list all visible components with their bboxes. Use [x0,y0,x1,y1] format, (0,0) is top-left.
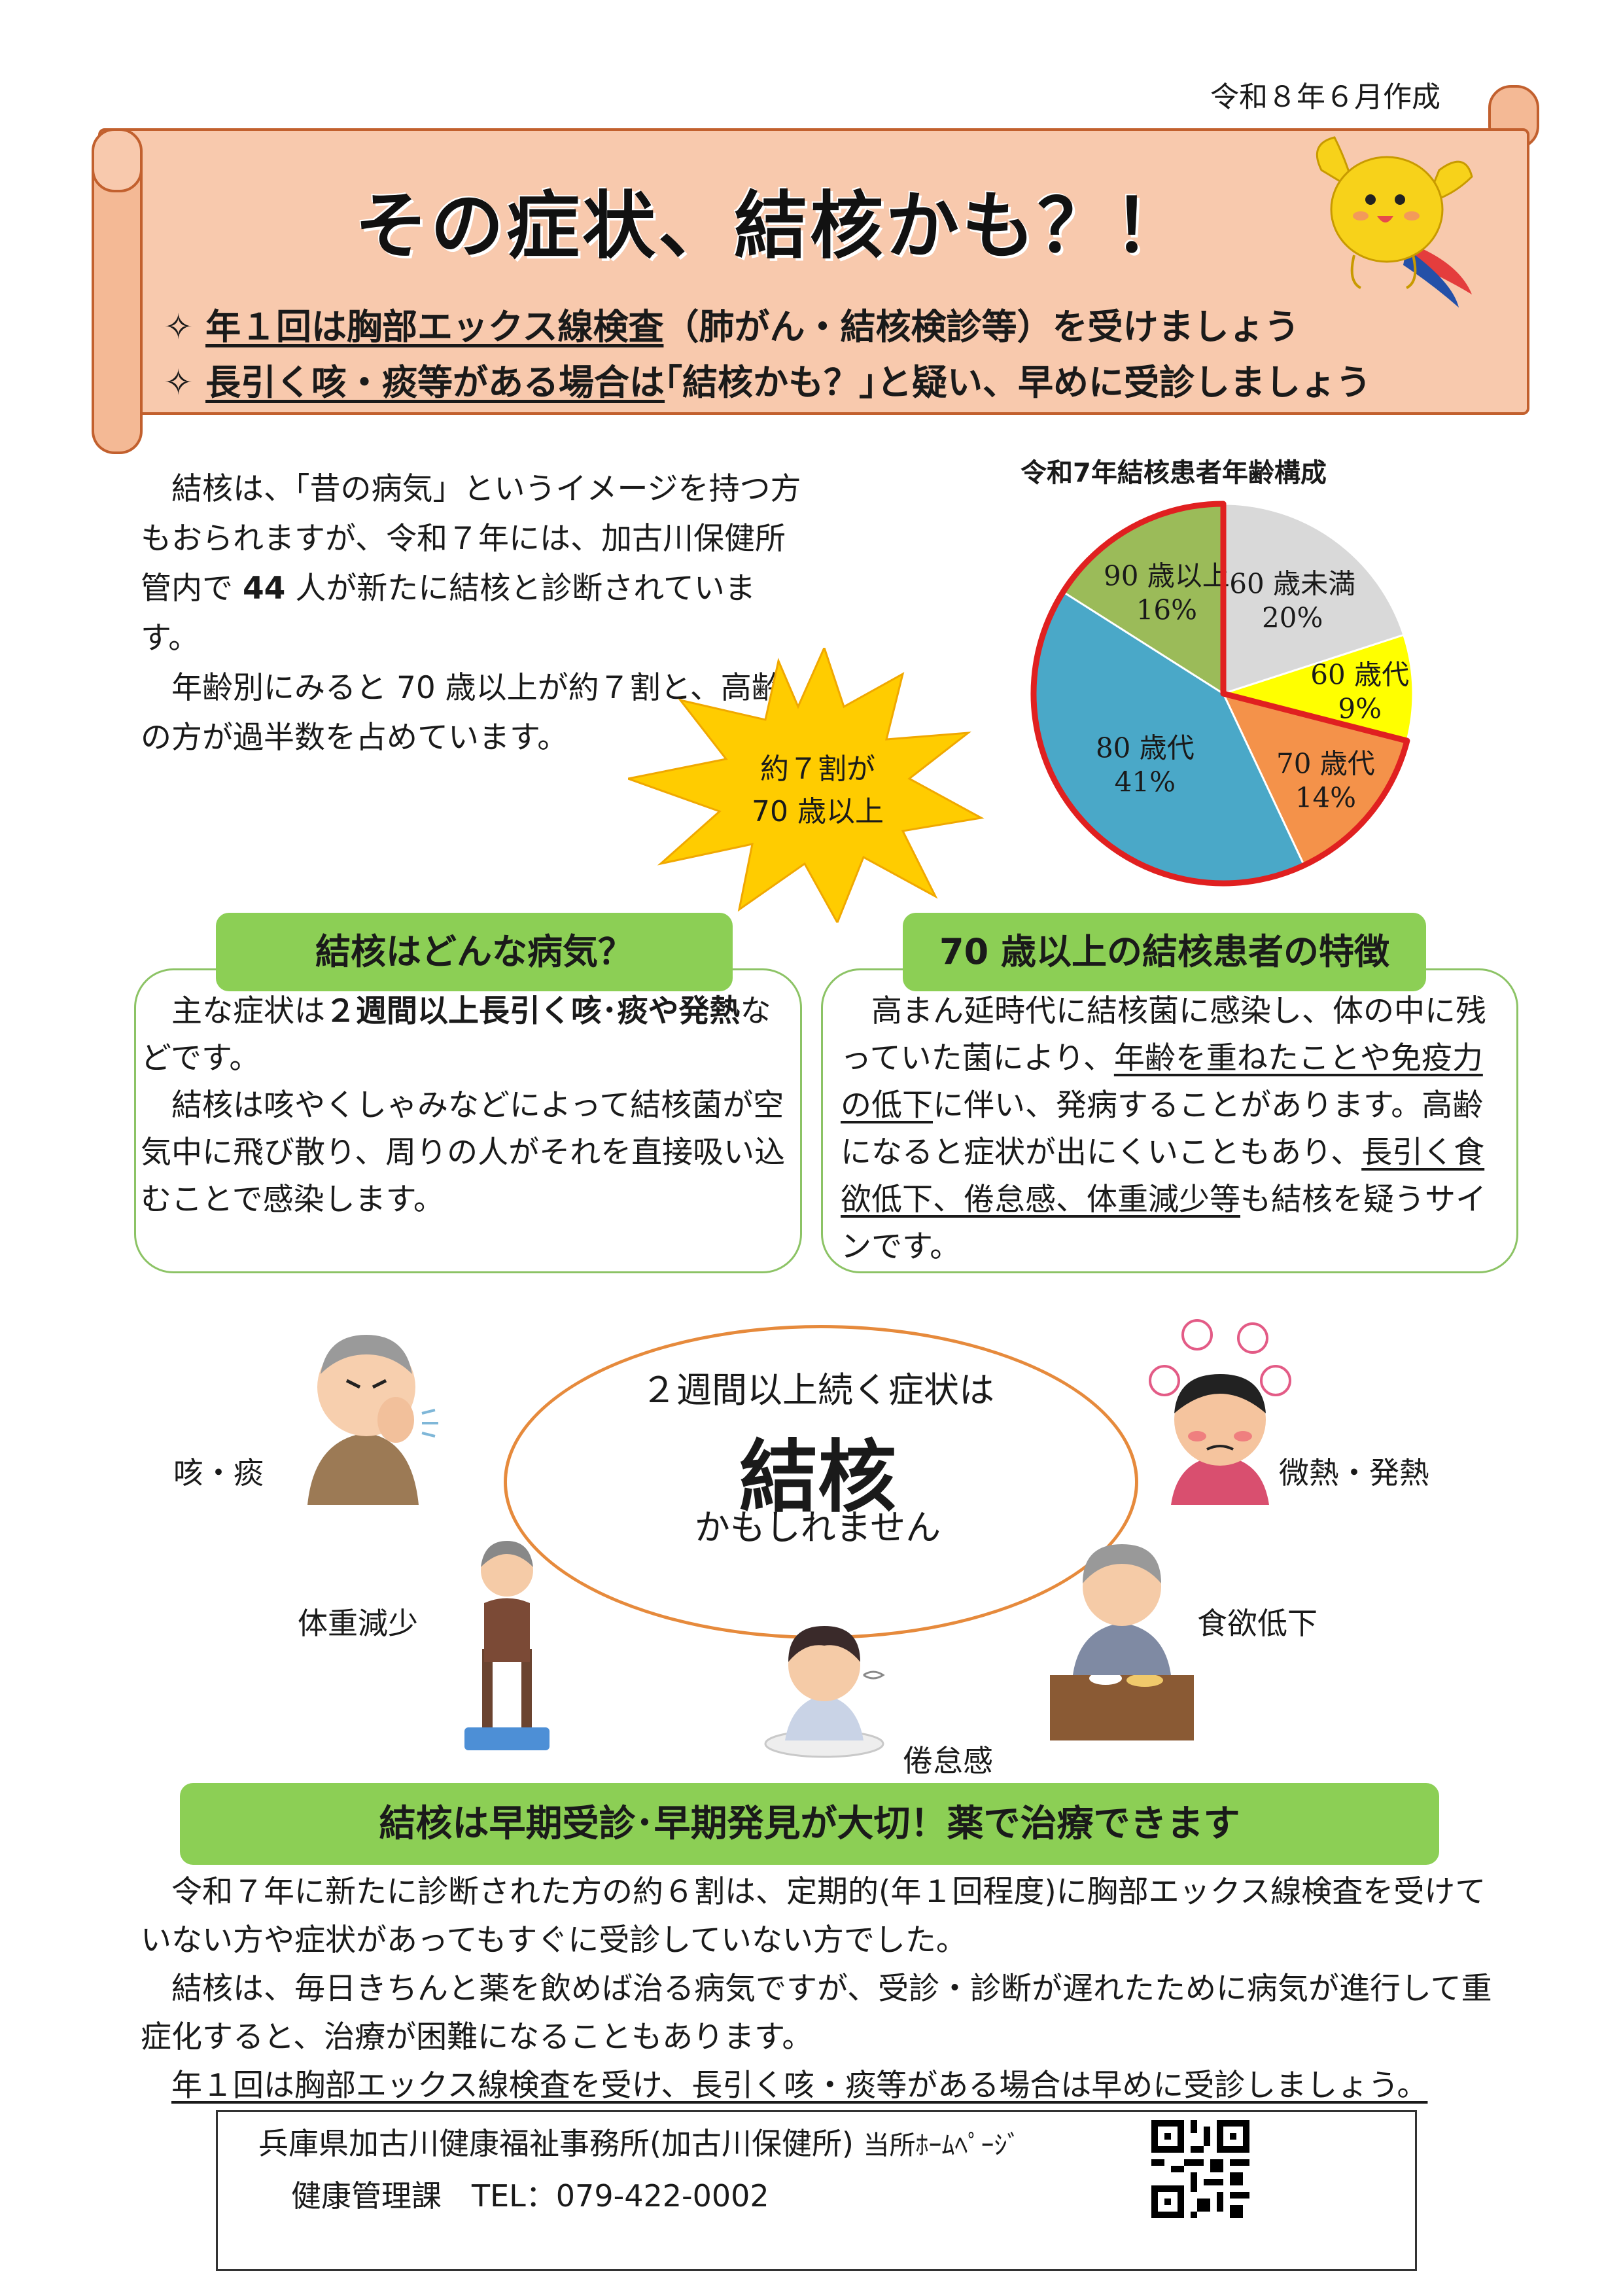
department-name: 健康管理課 [291,2178,442,2214]
pie-category-label: 60 歳代 [1310,658,1409,690]
scroll-curl-left-top [92,128,143,192]
patient-count: 44 [242,571,286,607]
contact-line-2: 健康管理課 TEL：079-422-0002 [291,2172,769,2216]
disease-p1-bold: ２週間以上長引く咳･痰や発熱 [325,993,741,1029]
bullet2-underlined: 長引く咳・痰等がある場合は [205,362,665,403]
appetite-loss-person-icon [1050,1544,1194,1740]
starburst-callout: 約７割が 70 歳以上 [628,648,985,923]
intro-paragraph-1: 結核は、「昔の病気」というイメージを持つ方もおられますが、令和７年には、加古川保… [141,465,808,663]
elderly-features-text: 高まん延時代に結核菌に感染し、体の中に残っていた菌により、年齢を重ねたことや免疫… [841,988,1508,1271]
chart-title: 令和7年結核患者年齢構成 [1021,458,1327,488]
disease-p1-b: などです。 [141,993,771,1076]
elderly-p-c: も結核を疑うサインです。 [841,1182,1486,1265]
pie-value-label: 16% [1136,593,1197,626]
disease-p1-a: 主な症状は [171,993,325,1029]
title-banner [98,128,1529,415]
scroll-curl-left [92,150,143,454]
header-bullet-2: ✧ 長引く咳・痰等がある場合は｢結核かも？｣と疑い、早めに受診しましょう [164,353,1371,405]
elderly-p-u1: 年齢を重ねたことや免疫力の低下 [841,1040,1483,1123]
pie-category-label: 60 歳未満 [1229,568,1355,600]
bullet2-rest: ｢結核かも？｣と疑い、早めに受診しましょう [665,362,1372,403]
star-line-2: 70 歳以上 [752,795,884,828]
disease-info-box [134,968,802,1273]
elderly-p-a: 高まん延時代に結核菌に感染し、体の中に残っていた菌により、 [841,993,1486,1076]
pie-value-label: 41% [1115,766,1176,798]
symptom-cough-label: 咳・痰 [173,1455,264,1491]
symptom-weight-label: 体重減少 [298,1606,418,1641]
bullet1-rest: （肺がん・結核検診等）を受けましょう [663,306,1300,347]
symptom-appetite-label: 食欲低下 [1197,1606,1318,1641]
bullet1-underlined: 年１回は胸部エックス線検査 [205,306,664,347]
bottom-p1: 令和７年に新たに診断された方の約６割は、定期的(年１回程度)に胸部エックス線検査… [141,1874,1486,1958]
office-name: 兵庫県加古川健康福祉事務所(加古川保健所) [258,2126,854,2161]
qr-code-icon[interactable] [1151,2120,1249,2218]
phone-number[interactable]: TEL：079-422-0002 [472,2178,769,2214]
bottom-p2: 結核は、毎日きちんと薬を飲めば治る病気ですが、受診・診断が遅れたために病気が進行… [141,1971,1492,2055]
intro-p1-rest: 人が新たに結核と診断されています。 [141,571,756,656]
pie-slice-1 [1219,633,1414,742]
symptom-fever-label: 微熱・発熱 [1279,1455,1429,1491]
weight-loss-person-icon [464,1541,550,1750]
bottom-p3: 年１回は胸部エックス線検査を受け、長引く咳・痰等がある場合は早めに受診しましょう… [171,2068,1428,2104]
early-detection-text: 令和７年に新たに診断された方の約６割は、定期的(年１回程度)に胸部エックス線検査… [141,1868,1514,2110]
star-line-1: 約７割が [760,752,875,786]
early-detection-heading: 結核は早期受診･早期発見が大切！薬で治療できます [180,1783,1439,1865]
disease-p2: 結核は咳やくしゃみなどによって結核菌が空気中に飛び散り、周りの人がそれを直接吸い… [141,1087,786,1218]
pie-value-label: 9% [1338,692,1382,724]
elderly-features-box [821,968,1518,1273]
pie-category-label: 90 歳以上 [1104,559,1230,592]
oval-main-text: 結核 [739,1432,896,1523]
pie-value-label: 20% [1262,602,1323,634]
fatigue-person-icon [764,1626,885,1758]
page-title: その症状、結核かも？！ [355,184,1189,269]
elderly-features-heading: 70 歳以上の結核患者の特徴 [903,913,1426,991]
pie-category-label: 80 歳代 [1096,732,1195,764]
intro-text: 結核は、「昔の病気」というイメージを持つ方もおられますが、令和７年には、加古川保… [141,465,808,763]
sparkle-icon: ✧ [164,306,194,347]
pie-slice-0 [1222,503,1405,696]
creation-date: 令和８年６月作成 [1210,80,1440,114]
pie-highlight-outline [1030,501,1410,887]
mascot-bird-icon [1316,136,1473,308]
elderly-p-b: に伴い、発病することがあります。高齢になると症状が出にくいこともあり、 [841,1087,1484,1171]
symptom-fatigue-label: 倦怠感 [903,1743,993,1778]
fever-person-icon [1149,1319,1291,1505]
contact-line-1: 兵庫県加古川健康福祉事務所(加古川保健所) 当所ﾎｰﾑﾍﾟｰｼﾞ [258,2120,1021,2163]
contact-box [216,2110,1417,2271]
disease-info-heading: 結核はどんな病気？ [216,913,733,991]
disease-info-text: 主な症状は２週間以上長引く咳･痰や発熱などです。 結核は咳やくしゃみなどによって… [141,988,792,1224]
oval-top-text: ２週間以上続く症状は [641,1369,994,1411]
homepage-label: 当所ﾎｰﾑﾍﾟｰｼﾞ [863,2130,1021,2161]
elderly-p-u2: 長引く食欲低下、倦怠感、体重減少等 [841,1135,1485,1218]
sparkle-icon: ✧ [164,362,194,403]
coughing-person-icon [307,1335,438,1505]
header-bullet-1: ✧ 年１回は胸部エックス線検査（肺がん・結核検診等）を受けましょう [164,298,1299,349]
pie-category-label: 70 歳代 [1276,747,1375,779]
pie-value-label: 14% [1295,781,1356,813]
oval-bottom-text: かもしれません [694,1507,941,1548]
intro-p1: 結核は、「昔の病気」というイメージを持つ方もおられますが、令和７年には、加古川保… [141,471,801,607]
